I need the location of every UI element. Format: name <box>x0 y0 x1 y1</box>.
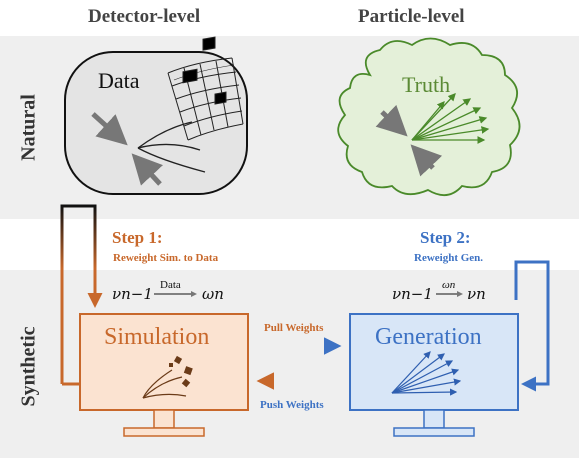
step1-formula-right: ωn <box>202 285 224 303</box>
step2-subtitle: Reweight Gen. <box>414 252 484 264</box>
step1-formula-over: Data <box>160 279 181 291</box>
step2-formula-over: ωn <box>442 279 456 291</box>
step2-formula-right: νn <box>467 285 486 303</box>
simulation-label: Simulation <box>104 324 210 350</box>
data-incoming-arrow-top <box>91 112 128 146</box>
data-detector-panel <box>64 51 248 195</box>
simulation-tracks-icon <box>142 369 187 399</box>
truth-incoming-arrow-top <box>375 104 408 137</box>
generation-label: Generation <box>375 324 482 350</box>
step2-title: Step 2: <box>420 228 471 247</box>
generation-particles-icon <box>391 351 462 396</box>
pull-weights-label: Pull Weights <box>264 322 324 334</box>
push-weights-label: Push Weights <box>260 399 324 411</box>
step1-loop-arrow <box>60 204 103 384</box>
detector-level-header: Detector-level <box>88 6 201 27</box>
truth-cloud <box>337 37 521 196</box>
data-tracks-icon <box>137 121 206 173</box>
step2-formula-left: νn−1 <box>392 285 433 303</box>
data-incoming-arrow-bottom <box>131 153 163 186</box>
truth-label: Truth <box>402 72 451 97</box>
data-label: Data <box>98 68 140 93</box>
detector-grid-icon <box>167 36 244 141</box>
particle-level-header: Particle-level <box>358 6 465 27</box>
step2-loop-arrow <box>514 260 550 392</box>
step1-formula-left: νn−1 <box>112 285 153 303</box>
simulation-hits-icon <box>169 355 193 388</box>
truth-particles-icon <box>411 93 490 144</box>
step1-subtitle: Reweight Sim. to Data <box>113 252 219 264</box>
step1-title: Step 1: <box>112 228 163 247</box>
truth-incoming-arrow-bottom <box>410 144 443 177</box>
